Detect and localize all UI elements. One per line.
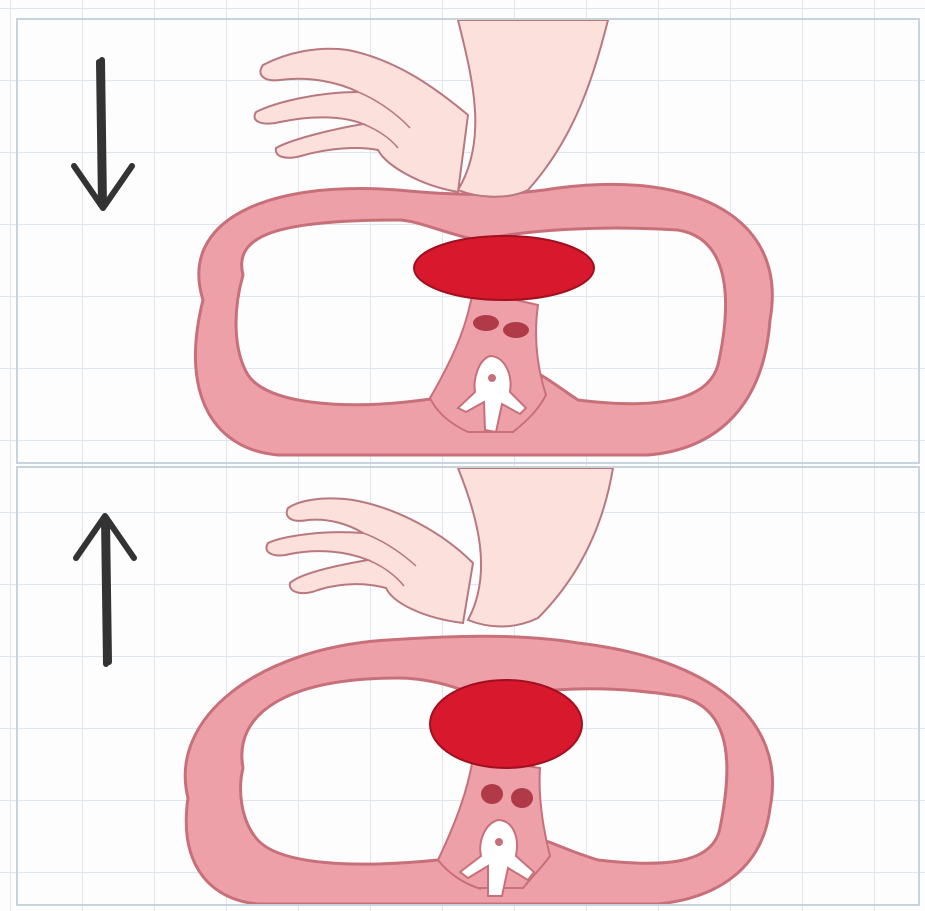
spinal-canal	[488, 374, 496, 382]
spinal-canal	[495, 838, 503, 846]
compression-illustration	[18, 20, 920, 464]
vena-cava	[511, 788, 533, 808]
compression-panel	[16, 18, 920, 464]
forearm	[458, 20, 608, 197]
aorta	[473, 315, 499, 331]
release-panel	[16, 466, 920, 906]
arrow-up-icon	[68, 508, 138, 668]
heart	[414, 236, 594, 300]
arrow-down-icon	[68, 56, 138, 216]
vena-cava	[503, 322, 529, 338]
forearm	[458, 468, 613, 627]
hands	[255, 49, 468, 192]
aorta	[481, 784, 503, 804]
heart	[430, 680, 582, 768]
release-illustration	[18, 468, 920, 906]
